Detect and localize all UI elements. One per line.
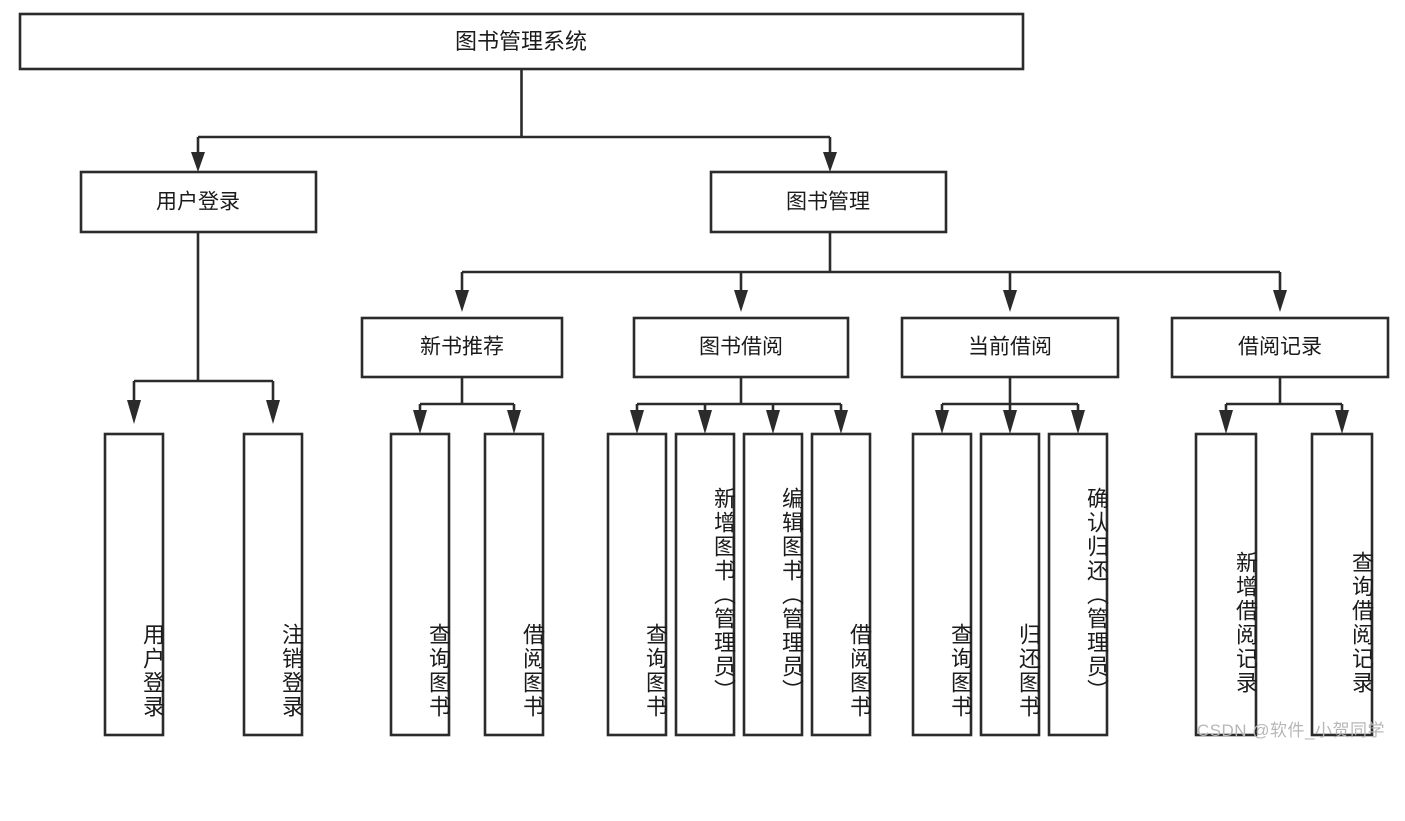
node-leaf-query-book-1-box[interactable] [389, 432, 451, 737]
connector-group-current-borrow [935, 377, 1085, 434]
connector-group-root [191, 69, 837, 172]
node-root[interactable]: 图书管理系统 [18, 12, 1025, 71]
node-book-manage[interactable]: 图书管理 [709, 170, 948, 234]
connector-group-new-book-recommend [413, 377, 521, 434]
node-current-borrow[interactable]: 当前借阅 [900, 316, 1120, 379]
arrow-head-leaf-logout [266, 400, 280, 424]
arrow-head-leaf-edit-book [766, 410, 780, 434]
node-leaf-query-record-box[interactable] [1310, 432, 1374, 737]
node-borrow-record-box[interactable] [1170, 316, 1390, 379]
node-leaf-return-book-box[interactable] [979, 432, 1041, 737]
leaf-box-group [103, 432, 1374, 737]
arrow-head-leaf-query-book-3 [935, 410, 949, 434]
node-leaf-user-login-box[interactable] [103, 432, 165, 737]
arrow-head-book-manage [823, 152, 837, 172]
connector-group-borrow-record [1219, 377, 1349, 434]
arrow-head-leaf-borrow-book-2 [834, 410, 848, 434]
node-book-borrow-label: 图书借阅 [699, 336, 783, 359]
node-book-borrow-box[interactable] [632, 316, 850, 379]
arrow-head-leaf-confirm-return [1071, 410, 1085, 434]
node-root-box[interactable] [18, 12, 1025, 71]
connector-group-user-login [127, 232, 280, 424]
arrow-head-leaf-query-record [1335, 410, 1349, 434]
node-current-borrow-label: 当前借阅 [968, 336, 1052, 359]
node-leaf-add-record-box[interactable] [1194, 432, 1258, 737]
arrow-head-new-book-recommend [455, 290, 469, 312]
node-book-borrow[interactable]: 图书借阅 [632, 316, 850, 379]
arrow-head-user-login [191, 152, 205, 172]
node-leaf-query-book-3-box[interactable] [911, 432, 973, 737]
node-book-manage-label: 图书管理 [786, 191, 870, 214]
arrow-head-leaf-user-login [127, 400, 141, 424]
node-new-book-recommend-label: 新书推荐 [420, 336, 504, 359]
node-leaf-borrow-book-1-box[interactable] [483, 432, 545, 737]
node-new-book-recommend[interactable]: 新书推荐 [360, 316, 564, 379]
arrow-head-leaf-query-book-1 [413, 410, 427, 434]
csdn-watermark: CSDN @软件_小贺同学 [1196, 721, 1385, 740]
arrow-head-current-borrow [1003, 290, 1017, 312]
node-current-borrow-box[interactable] [900, 316, 1120, 379]
arrow-head-leaf-return-book [1003, 410, 1017, 434]
arrow-head-borrow-record [1273, 290, 1287, 312]
node-leaf-logout-box[interactable] [242, 432, 304, 737]
diagram-canvas: 图书管理系统 用户登录 图书管理 新书推荐 图书借阅 当前借阅 借阅记录 [18, 12, 1390, 737]
arrow-head-leaf-query-book-2 [630, 410, 644, 434]
node-leaf-confirm-return-box[interactable] [1047, 432, 1109, 737]
connector-group-book-manage [455, 232, 1287, 312]
node-leaf-query-book-2-box[interactable] [606, 432, 668, 737]
node-user-login[interactable]: 用户登录 [79, 170, 318, 234]
arrow-head-leaf-add-book [698, 410, 712, 434]
arrow-head-book-borrow [734, 290, 748, 312]
functional-structure-diagram: 图书管理系统 用户登录 图书管理 新书推荐 图书借阅 当前借阅 借阅记录 [18, 12, 1390, 740]
node-borrow-record[interactable]: 借阅记录 [1170, 316, 1390, 379]
node-book-manage-box[interactable] [709, 170, 948, 234]
connector-group-book-borrow [630, 377, 848, 434]
node-leaf-edit-book-box[interactable] [742, 432, 804, 737]
node-leaf-borrow-book-2-box[interactable] [810, 432, 872, 737]
arrow-head-leaf-borrow-book-1 [507, 410, 521, 434]
node-borrow-record-label: 借阅记录 [1238, 336, 1322, 359]
node-user-login-label: 用户登录 [156, 191, 240, 214]
node-root-label: 图书管理系统 [455, 29, 587, 54]
node-user-login-box[interactable] [79, 170, 318, 234]
arrow-head-leaf-add-record [1219, 410, 1233, 434]
node-new-book-recommend-box[interactable] [360, 316, 564, 379]
node-leaf-add-book-box[interactable] [674, 432, 736, 737]
